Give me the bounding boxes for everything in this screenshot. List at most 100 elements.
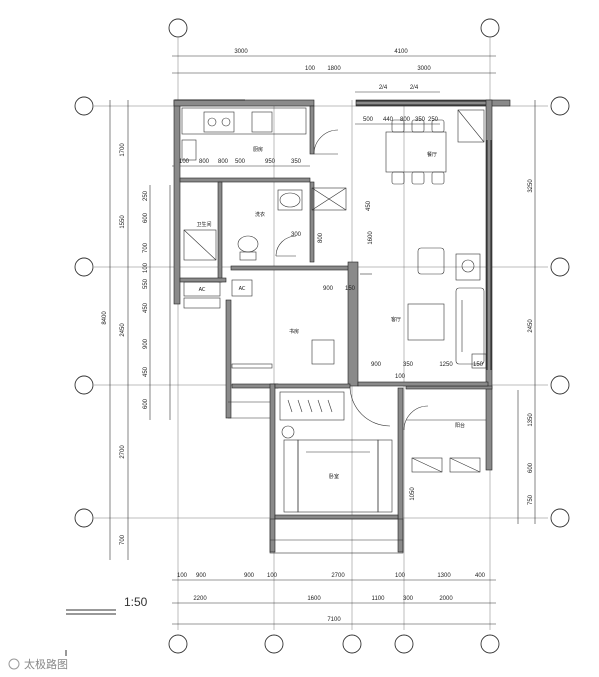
- dim-inner-450b: 450: [143, 366, 149, 377]
- axis-bubble-right-2: [550, 257, 570, 277]
- watermark-logo-icon: [8, 658, 20, 670]
- bottom-dimension-texts: 100 900 900 100 2700 100 1300 400 2200 1…: [177, 573, 486, 623]
- axis-bubble-left-3: [74, 375, 94, 395]
- dim-bot2-1100: 1100: [372, 596, 386, 602]
- dim-bot2-2200: 2200: [193, 596, 207, 602]
- ac-unit-2: [231, 279, 253, 297]
- dim-bot-100a: 100: [177, 573, 188, 579]
- dim-left-1700: 1700: [120, 143, 126, 157]
- dim-int-900b: 900: [371, 362, 382, 368]
- washer-1: [411, 457, 443, 473]
- dim-right-2450: 2450: [528, 319, 534, 333]
- shower-tray: [183, 229, 217, 261]
- room-labels: 厨房 餐厅 客厅 书房 卧室 阳台 卫生间 洗衣 AC AC: [196, 146, 465, 480]
- dim-bot-1300: 1300: [437, 573, 451, 579]
- dim-bot-total-7100: 7100: [327, 617, 341, 623]
- room-label-balcony: 阳台: [455, 422, 465, 429]
- stove-icon: [203, 111, 235, 133]
- dim-top-800: 800: [400, 117, 411, 123]
- dim-top-100: 100: [305, 66, 316, 72]
- dim-int-1050: 1050: [410, 487, 416, 501]
- dim-right-1350: 1350: [528, 413, 534, 427]
- dim-row5-800b: 800: [218, 159, 229, 165]
- dim-bot-2700: 2700: [331, 573, 345, 579]
- axis-bubble-right-1: [550, 96, 570, 116]
- sink-icon: [251, 111, 273, 133]
- scale-label: 1:50: [124, 595, 148, 609]
- fridge-icon: [181, 139, 197, 161]
- axis-bubble-top-right: [480, 18, 500, 38]
- sofa-icon: [455, 287, 485, 365]
- dim-bot2-300: 300: [403, 596, 414, 602]
- dim-int-150: 150: [345, 286, 356, 292]
- toilet-icon: [237, 235, 259, 253]
- dim-row5-950: 950: [265, 159, 276, 165]
- dimension-lines-bottom: [172, 579, 496, 625]
- dim-inner-700: 700: [143, 242, 149, 253]
- bedroom-furniture: [228, 391, 404, 554]
- dim-inner-250: 250: [143, 190, 149, 201]
- ac-units: [183, 279, 253, 309]
- dim-int-1250: 1250: [439, 362, 453, 368]
- top-dimension-texts: 3000 4100 100 1800 3000 2/4 2/4 500 440 …: [179, 49, 439, 165]
- dim-int-450: 450: [366, 200, 372, 211]
- dim-right-3250: 3250: [528, 179, 534, 193]
- dimension-lines-top: [172, 55, 496, 167]
- dim-int-150b: 150: [473, 362, 484, 368]
- axis-bubble-bottom-3: [342, 634, 362, 654]
- dim-int-350: 350: [403, 362, 414, 368]
- kitchen-counter: [181, 107, 307, 135]
- dim-right-750: 750: [528, 494, 534, 505]
- dim-top-24a: 2/4: [379, 85, 388, 91]
- dim-left-total-8400: 8400: [102, 311, 108, 325]
- dim-top-440: 440: [383, 117, 394, 123]
- dining-set: [385, 109, 485, 185]
- coffee-table: [407, 303, 445, 341]
- room-label-ac1: AC: [199, 287, 206, 293]
- desk-icon: [311, 339, 335, 365]
- dim-left-700: 700: [120, 534, 126, 545]
- watermark-block: 太极路图: [8, 657, 68, 671]
- dim-inner-550: 550: [143, 278, 149, 289]
- interior-dimension-texts: 450 1600 800 900 150 900 350 1250 100 10…: [291, 200, 484, 500]
- ac-unit-1: [183, 281, 221, 297]
- dim-top-250: 250: [428, 117, 439, 123]
- wardrobe-icon: [279, 391, 345, 421]
- exterior-walls: [173, 99, 511, 553]
- balcony-fixtures: [403, 405, 486, 473]
- axis-bubble-bottom-5: [480, 634, 500, 654]
- dim-top-3000b: 3000: [417, 66, 431, 72]
- dim-bot-900b: 900: [244, 573, 255, 579]
- dim-int-1600: 1600: [368, 231, 374, 245]
- dim-inner-600b: 600: [143, 398, 149, 409]
- tv-cabinet: [455, 253, 481, 281]
- dim-bot-400: 400: [475, 573, 486, 579]
- dim-top-1800: 1800: [327, 66, 341, 72]
- dim-left-2450: 2450: [120, 323, 126, 337]
- axis-bubble-right-4: [550, 508, 570, 528]
- living-furniture: [360, 247, 487, 369]
- axis-bubble-bottom-2: [264, 634, 284, 654]
- dim-top-24b: 2/4: [410, 85, 419, 91]
- dim-row5-800a: 800: [199, 159, 210, 165]
- dim-left-1550: 1550: [120, 215, 126, 229]
- dim-bot2-2000: 2000: [439, 596, 453, 602]
- dim-inner-900: 900: [143, 338, 149, 349]
- room-label-kitchen: 厨房: [253, 146, 263, 153]
- axis-grid: [94, 38, 548, 630]
- axis-bubble-bottom-4: [394, 634, 414, 654]
- dim-int-800: 800: [318, 232, 324, 243]
- dim-inner-600: 600: [143, 212, 149, 223]
- windows: [175, 99, 492, 370]
- dim-left-2700: 2700: [120, 445, 126, 459]
- dim-int-900a: 900: [323, 286, 334, 292]
- axis-bubble-right-3: [550, 375, 570, 395]
- room-label-bedroom: 卧室: [329, 473, 339, 480]
- axis-bubble-top-left: [168, 18, 188, 38]
- axis-bubbles: [74, 18, 570, 654]
- bedroom-balcony: [269, 518, 404, 554]
- dim-top-4100: 4100: [394, 49, 408, 55]
- dim-inner-450a: 450: [143, 302, 149, 313]
- dim-top-500: 500: [363, 117, 374, 123]
